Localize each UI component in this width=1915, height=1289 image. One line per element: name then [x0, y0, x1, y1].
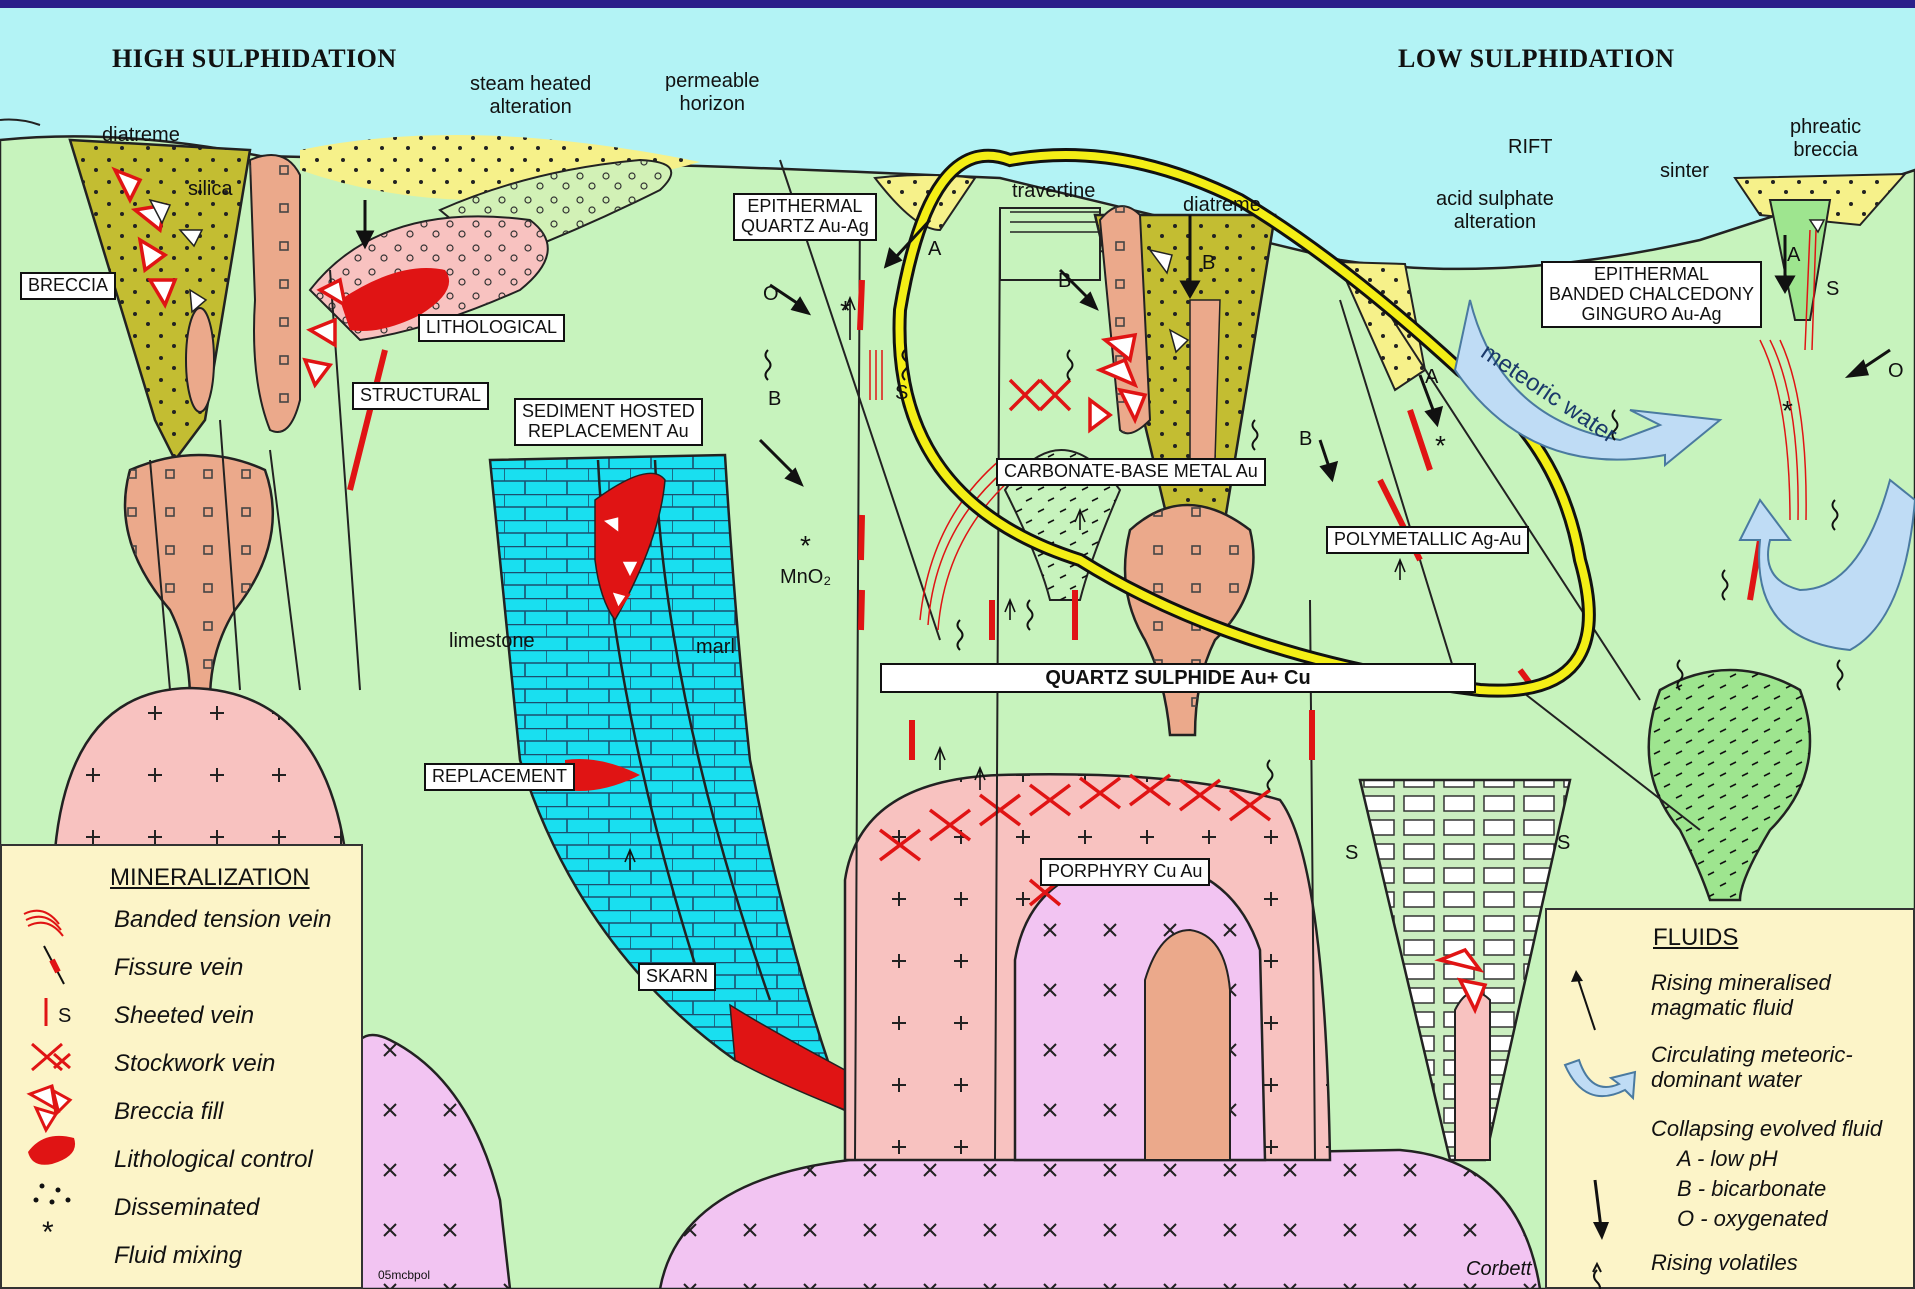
label-b: B: [1299, 428, 1312, 451]
box-carbonate-base-metal: CARBONATE-BASE METAL Au: [996, 458, 1266, 486]
legend-collapsing-fluid: Collapsing evolved fluid: [1651, 1116, 1882, 1141]
box-breccia: BRECCIA: [20, 272, 116, 300]
legend-mineralization-title: MINERALIZATION: [110, 864, 310, 892]
svg-text:*: *: [1435, 430, 1446, 461]
legend-item: Banded tension vein: [114, 906, 332, 934]
label-phreatic-breccia: phreatic breccia: [1790, 116, 1861, 162]
label-sinter: sinter: [1660, 160, 1709, 183]
banded-tension-vein-icon: [24, 911, 63, 936]
label-a: A: [1787, 244, 1800, 267]
credit-author: Corbett: [1466, 1258, 1532, 1281]
lithological-control-icon: [28, 1136, 75, 1165]
legend-mineralization-symbols: S *: [14, 894, 94, 1289]
label-a: A: [1425, 366, 1438, 389]
legend-item: Fluid mixing: [114, 1242, 242, 1270]
breccia-fill-icon: [30, 1086, 70, 1130]
rising-volatiles-icon: [1593, 1264, 1601, 1289]
label-s: S: [1826, 278, 1839, 301]
heading-high-sulphidation: HIGH SULPHIDATION: [112, 44, 397, 74]
box-polymetallic: POLYMETALLIC Ag-Au: [1326, 526, 1529, 554]
box-structural: STRUCTURAL: [352, 382, 489, 410]
label-s: S: [1557, 832, 1570, 855]
rising-fluid-icon: [1571, 970, 1595, 1030]
legend-item: Fissure vein: [114, 954, 243, 982]
legend-item: Breccia fill: [114, 1098, 223, 1126]
label-marl: marl: [696, 636, 735, 659]
credit-code: 05mcbpol: [378, 1268, 430, 1282]
sheeted-vein-icon: S: [46, 998, 71, 1027]
fissure-vein-icon: [44, 946, 64, 984]
box-epithermal-quartz: EPITHERMAL QUARTZ Au-Ag: [733, 193, 877, 241]
label-b: B: [768, 388, 781, 411]
svg-text:*: *: [42, 1216, 54, 1249]
legend-fluids-title: FLUIDS: [1653, 924, 1738, 952]
heading-low-sulphidation: LOW SULPHIDATION: [1398, 44, 1674, 74]
stockwork-vein-icon: [32, 1044, 70, 1070]
legend-fluids-symbols: [1555, 960, 1645, 1289]
box-lithological: LITHOLOGICAL: [418, 314, 565, 342]
label-diatreme-left: diatreme: [102, 124, 180, 147]
label-b: B: [1202, 252, 1215, 275]
svg-text:*: *: [1782, 395, 1793, 426]
label-o: O: [1888, 360, 1904, 383]
legend-item: Sheeted vein: [114, 1002, 254, 1030]
label-limestone: limestone: [449, 630, 535, 653]
label-b: B: [1058, 270, 1071, 293]
label-a: A: [928, 238, 941, 261]
disseminated-icon: [34, 1184, 71, 1205]
label-s: S: [1345, 842, 1358, 865]
collapsing-fluid-icon: [1593, 1180, 1609, 1240]
label-permeable-horizon: permeable horizon: [665, 70, 760, 116]
box-porphyry: PORPHYRY Cu Au: [1040, 858, 1210, 886]
label-acid-sulphate: acid sulphate alteration: [1436, 188, 1554, 234]
label-mno2: MnO₂: [780, 566, 831, 589]
label-diatreme-mid: diatreme: [1183, 194, 1261, 217]
legend-bicarbonate: B - bicarbonate: [1677, 1176, 1826, 1201]
legend-mineralization: MINERALIZATION S * Banded tension vein F…: [0, 844, 363, 1289]
label-steam-heated: steam heated alteration: [470, 73, 591, 119]
legend-circulating-water: Circulating meteoric- dominant water: [1651, 1042, 1853, 1093]
box-quartz-sulphide: QUARTZ SULPHIDE Au+ Cu: [880, 663, 1476, 693]
legend-fluids: FLUIDS Rising mineralised magmatic fluid…: [1545, 908, 1915, 1289]
legend-low-ph: A - low pH: [1677, 1146, 1778, 1171]
legend-rising-fluid: Rising mineralised magmatic fluid: [1651, 970, 1831, 1021]
box-sediment-hosted: SEDIMENT HOSTED REPLACEMENT Au: [514, 398, 703, 446]
box-epithermal-banded: EPITHERMAL BANDED CHALCEDONY GINGURO Au-…: [1541, 261, 1762, 328]
fluid-mixing-icon: *: [42, 1216, 54, 1249]
svg-text:*: *: [800, 530, 811, 561]
label-silica: silica: [188, 178, 232, 201]
box-skarn: SKARN: [638, 963, 716, 991]
svg-text:*: *: [840, 295, 851, 326]
legend-oxygenated: O - oxygenated: [1677, 1206, 1827, 1231]
label-travertine: travertine: [1012, 180, 1095, 203]
legend-rising-volatiles: Rising volatiles: [1651, 1250, 1798, 1275]
box-replacement: REPLACEMENT: [424, 763, 575, 791]
circulating-water-icon: [1565, 1060, 1635, 1098]
svg-text:S: S: [58, 1005, 71, 1027]
legend-item: Lithological control: [114, 1146, 313, 1174]
label-o: O: [763, 283, 779, 306]
label-s: S: [895, 382, 908, 405]
legend-item: Disseminated: [114, 1194, 259, 1222]
label-rift: RIFT: [1508, 136, 1552, 159]
legend-item: Stockwork vein: [114, 1050, 275, 1078]
